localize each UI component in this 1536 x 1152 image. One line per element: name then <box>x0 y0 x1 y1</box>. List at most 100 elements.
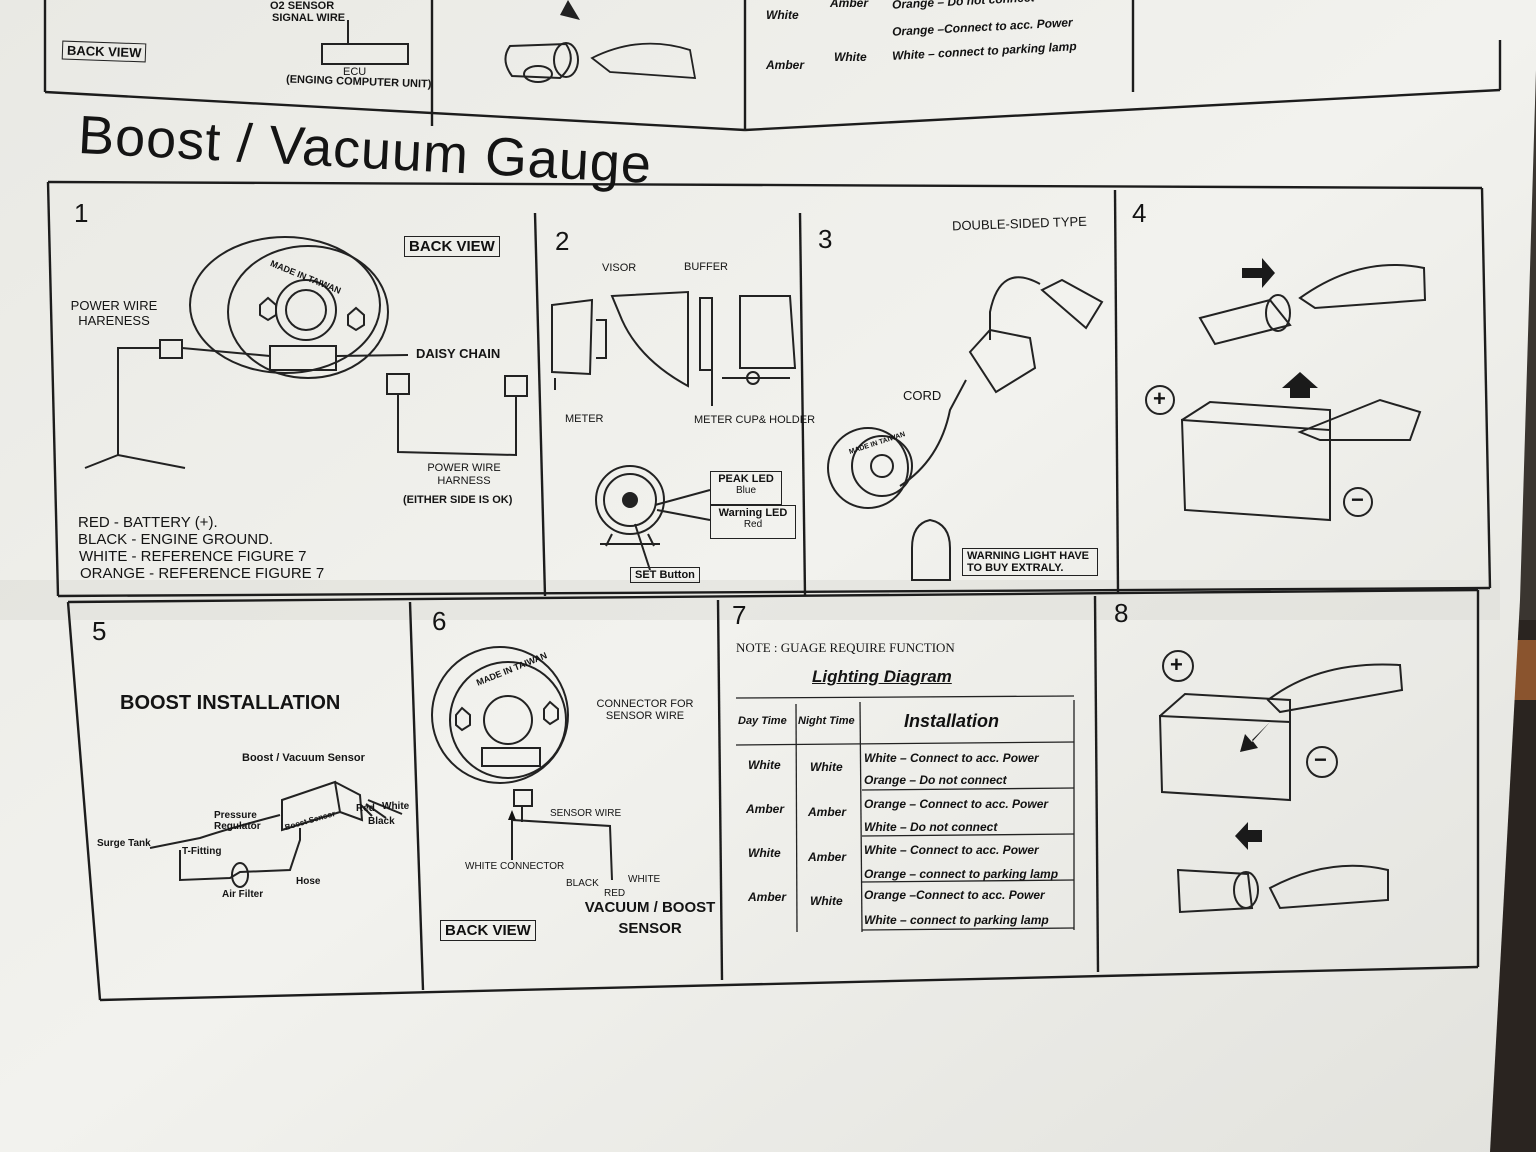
power-wire-right-2: HARNESS <box>437 475 491 487</box>
sensor-title-label: Boost / Vacuum Sensor <box>242 752 365 764</box>
battery-install <box>1158 650 1404 914</box>
panel-8-plus-icon: + <box>1170 652 1183 677</box>
gauge-front-2 <box>595 465 711 571</box>
hose-label: Hose <box>296 876 321 887</box>
top-back-view-label: BACK VIEW <box>61 40 147 63</box>
note-label: NOTE : GUAGE REQUIRE FUNCTION <box>736 640 955 655</box>
row2-line1: Orange – Connect to acc. Power <box>864 797 1049 811</box>
arrow-up-icon <box>1282 372 1318 398</box>
panel-7-number: 7 <box>732 600 747 630</box>
top-row1-day: White <box>766 8 799 22</box>
visor-assembly <box>551 290 797 406</box>
lighting-table-grid <box>735 695 1075 933</box>
ecu-box <box>321 43 409 65</box>
vacuum-boost-line2: SENSOR <box>618 920 682 937</box>
either-side-label: (EITHER SIDE IS OK) <box>403 494 513 506</box>
warning-light-line2: TO BUY EXTRALY. <box>967 562 1064 574</box>
row2-day: Amber <box>746 802 785 816</box>
panel-4-minus-icon: − <box>1351 487 1364 512</box>
wire-white-label: White <box>382 801 410 812</box>
wire-red-6: RED <box>604 888 626 899</box>
warning-led-label: Warning LED <box>718 507 788 519</box>
visor-label: VISOR <box>602 262 637 274</box>
panel-8-minus-icon: − <box>1314 747 1327 772</box>
row4-day: Amber <box>748 890 787 904</box>
power-wire-right-1: POWER WIRE <box>427 462 501 474</box>
air-filter-label: Air Filter <box>222 889 264 900</box>
wire-black-6: BLACK <box>566 878 599 889</box>
meter-label: METER <box>565 413 604 425</box>
connector-for-line1: CONNECTOR FOR <box>596 698 694 710</box>
power-wire-left-1: POWER WIRE <box>70 298 158 313</box>
hand-icon <box>590 42 697 79</box>
panel-6-back-view: BACK VIEW <box>440 920 536 941</box>
t-fitting-label: T-Fitting <box>182 846 222 857</box>
boost-install-diagram <box>149 780 403 888</box>
connector-for-line2: SENSOR WIRE <box>605 710 685 722</box>
panel-6-number: 6 <box>432 606 447 636</box>
ecu-label: ECU <box>343 66 367 78</box>
row3-night: Amber <box>808 850 847 864</box>
boost-installation-heading: BOOST INSTALLATION <box>120 692 341 714</box>
row3-line1: White – Connect to acc. Power <box>864 843 1039 857</box>
row4-line1: Orange –Connect to acc. Power <box>864 888 1045 902</box>
row2-night: Amber <box>808 805 847 819</box>
set-button-label: SET Button <box>630 567 700 583</box>
arrow-right-icon <box>1242 258 1275 288</box>
row1-line1: White – Connect to acc. Power <box>864 751 1039 765</box>
vacuum-boost-line1: VACUUM / BOOST <box>584 899 716 916</box>
daisy-chain-label: DAISY CHAIN <box>416 346 501 361</box>
legend-orange: ORANGE - REFERENCE FIGURE 7 <box>80 565 325 582</box>
wire-red-label: Red <box>356 803 375 814</box>
panel-3-number: 3 <box>818 224 833 254</box>
top-row2-day: Amber <box>766 58 805 72</box>
arrow-left-icon-8 <box>1235 822 1262 850</box>
signal-wire-label: SIGNAL WIRE <box>272 12 346 24</box>
panel-4-plus-icon: + <box>1153 386 1166 411</box>
peak-led-box: PEAK LED Blue <box>710 471 782 505</box>
warning-led-box: Warning LED Red <box>710 505 796 539</box>
cord-label: CORD <box>903 388 942 403</box>
row4-line2: White – connect to parking lamp <box>864 913 1049 927</box>
panel-4-number: 4 <box>1132 198 1147 228</box>
surge-tank-label: Surge Tank <box>97 838 151 849</box>
row4-night: White <box>810 894 843 908</box>
top-row1-night: Amber <box>830 0 869 10</box>
col-installation: Installation <box>904 711 1000 731</box>
col-night-time: Night Time <box>798 715 855 727</box>
row1-line2: Orange – Do not connect <box>864 773 1007 787</box>
panel-frame <box>43 0 1502 1002</box>
buffer-label: BUFFER <box>684 261 728 273</box>
warning-light-box: WARNING LIGHT HAVE TO BUY EXTRALY. <box>962 548 1098 576</box>
fuse-tube <box>504 42 572 80</box>
legend-black: BLACK - ENGINE GROUND. <box>78 531 274 548</box>
sensor-wire-label: SENSOR WIRE <box>550 808 622 819</box>
arrow-left-icon <box>560 0 580 20</box>
arrow-down-icon <box>1240 722 1270 752</box>
row3-line2: Orange – connect to parking lamp <box>864 867 1059 881</box>
panel-1-back-view: BACK VIEW <box>404 236 500 257</box>
panel-2-number: 2 <box>555 226 570 256</box>
row2-line2: White – Do not connect <box>864 820 998 834</box>
panel-8-number: 8 <box>1114 598 1129 628</box>
pressure-label: Pressure <box>214 810 257 821</box>
meter-cup-label: METER CUP& HOLDER <box>694 414 816 426</box>
arrow-up-small-icon <box>508 810 516 820</box>
warning-light-assembly <box>827 276 1104 581</box>
gauge-back-1 <box>189 236 389 379</box>
wire-black-label: Black <box>368 816 395 827</box>
battery-removal <box>1145 264 1427 522</box>
row1-day: White <box>748 758 781 772</box>
regulator-label: Regulator <box>214 821 261 832</box>
row1-night: White <box>810 760 843 774</box>
top-row2-night: White <box>834 50 867 64</box>
lighting-diagram-heading: Lighting Diagram <box>812 667 952 686</box>
legend-red: RED - BATTERY (+). <box>78 514 218 531</box>
o2-sensor-label: O2 SENSOR <box>270 0 335 12</box>
warning-led-color: Red <box>743 519 763 530</box>
panel-1-number: 1 <box>74 198 89 228</box>
peak-led-label: PEAK LED <box>718 473 774 485</box>
